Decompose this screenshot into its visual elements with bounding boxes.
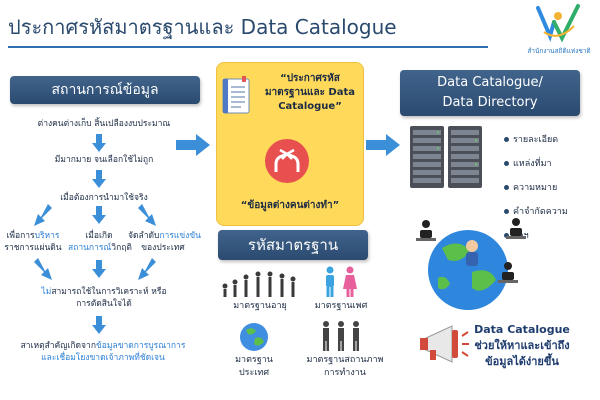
flow-result: ไม่สามารถใช้ในการวิเคราะห์ หรือ การตัดสิ… <box>14 286 194 310</box>
document-icon <box>222 76 250 114</box>
down-arrow-icon <box>92 316 106 334</box>
country-standard-text: ประเทศ <box>238 368 270 378</box>
standard-codes-header: รหัสมาตรฐาน <box>218 230 368 260</box>
data-catalogue-header: Data Catalogue/ Data Directory <box>400 70 580 116</box>
branch-competition: จัดลำดับการแข่งขัน ของประเทศ <box>128 230 201 254</box>
branch-text: ของประเทศ <box>141 243 185 253</box>
announcement-line: Catalogue” <box>278 101 342 112</box>
age-evolution-icon <box>222 271 296 297</box>
gender-icon <box>326 266 357 297</box>
megaphone-icon <box>420 325 469 363</box>
nso-logo: สำนักงานสถิติแห่งชาติ <box>524 2 594 58</box>
logo-text: สำนักงานสถิติแห่งชาติ <box>527 47 591 55</box>
page-title: ประกาศรหัสมาตรฐานและ Data Catalogue <box>8 15 397 39</box>
age-standard-label: มาตรฐานอายุ <box>233 301 287 311</box>
branch-highlight: บริหาร <box>34 231 60 241</box>
bullet-icon <box>504 233 509 238</box>
down-left-arrow-icon <box>138 258 156 280</box>
announcement-subtitle: “ข้อมูลต่างคนต่างทำ” <box>240 200 340 211</box>
catalogue-item-label: แหล่งที่มา <box>513 159 552 169</box>
branch-text: เมื่อเกิด <box>85 231 113 241</box>
bullet-icon <box>504 185 509 190</box>
result-text: สามารถใช้ในการวิเคราะห์ หรือ <box>51 287 167 297</box>
branch-text: เพื่อการ <box>6 231 35 241</box>
bullet-icon <box>504 137 509 142</box>
cause-highlight: ข้อมูลขาดการบูรณาการ <box>95 341 186 351</box>
caption-line: ช่วยให้หาและเข้าถึง <box>474 339 570 352</box>
employment-standard-text: การทำงาน <box>324 368 366 378</box>
cause-highlight: และเชื่อมโยงขาดเจ้าภาพที่ชัดเจน <box>41 353 165 363</box>
down-right-arrow-icon <box>138 204 156 226</box>
down-arrow-icon <box>92 170 106 188</box>
catalogue-item: คำจำกัดความ <box>504 204 568 218</box>
logo-mark-icon <box>536 4 580 43</box>
branch-highlight: สถานการณ์ <box>68 243 112 253</box>
country-standard-text: มาตรฐาน <box>235 355 273 365</box>
flow-cause: สาเหตุสำคัญเกิดจากข้อมูลขาดการบูรณาการ แ… <box>8 340 198 364</box>
catalogue-item-label: คำจำกัดความ <box>513 207 568 217</box>
flow-step-3: เมื่อต้องการนำมาใช้จริง <box>60 193 148 203</box>
result-highlight: ไม่ <box>41 287 52 297</box>
catalogue-benefit-caption: Data Catalogue ช่วยให้หาและเข้าถึง ข้อมู… <box>452 322 592 370</box>
workers-icon <box>323 321 359 351</box>
down-arrow-icon <box>92 260 106 278</box>
branch-crisis: เมื่อเกิด สถานการณ์วิกฤติ <box>68 230 132 254</box>
employment-standard-text: มาตรฐานสถานภาพ <box>306 355 384 365</box>
branch-highlight: การแข่งขัน <box>159 231 201 241</box>
branch-text: วิกฤติ <box>111 243 132 253</box>
right-arrow-icon <box>366 134 400 156</box>
result-text: การตัดสินใจได้ <box>76 299 132 309</box>
branch-text: ราชการแผ่นดิน <box>4 243 62 253</box>
announcement-title: “ประกาศรหัส มาตรฐานและ Data Catalogue” <box>258 72 362 114</box>
catalogue-item: ความหมาย <box>504 180 557 194</box>
caption-line: Data Catalogue <box>474 323 570 336</box>
down-left-arrow-icon <box>34 204 52 226</box>
merge-arrows-icon <box>265 139 309 183</box>
header-line: Data Directory <box>442 95 538 110</box>
announcement-line: “ประกาศรหัส <box>280 73 340 84</box>
employment-standard-label: มาตรฐานสถานภาพ การทำงาน <box>300 354 390 380</box>
cause-text: สาเหตุสำคัญเกิดจาก <box>20 341 96 351</box>
down-right-arrow-icon <box>34 258 52 280</box>
catalogue-item-label: ความหมาย <box>513 183 558 193</box>
connected-globe-icon <box>416 218 526 310</box>
catalogue-item: แหล่งที่มา <box>504 156 552 170</box>
bullet-icon <box>504 161 509 166</box>
title-underline <box>8 46 488 48</box>
down-arrow-icon <box>92 134 106 152</box>
catalogue-item-label: รายละเอียด <box>513 135 559 145</box>
globe-icon <box>240 323 268 351</box>
flow-step-2: มีมากมาย จนเลือกใช้ไม่ถูก <box>54 155 154 165</box>
server-rack-icon <box>410 126 482 188</box>
bullet-icon <box>504 209 509 214</box>
situation-header: สถานการณ์ข้อมูล <box>10 76 200 104</box>
caption-line: ข้อมูลได้ง่ายขึ้น <box>485 355 559 368</box>
announcement-line: มาตรฐานและ Data <box>264 87 356 98</box>
country-standard-label: มาตรฐาน ประเทศ <box>224 354 284 380</box>
branch-administration: เพื่อการบริหาร ราชการแผ่นดิน <box>2 230 64 254</box>
down-arrow-icon <box>92 206 106 224</box>
flow-step-1: ต่างคนต่างเก็บ สิ้นเปลืองงบประมาณ <box>37 119 171 129</box>
header-line: Data Catalogue/ <box>437 75 543 90</box>
catalogue-item: รายละเอียด <box>504 132 558 146</box>
branch-text: จัดลำดับ <box>128 231 160 241</box>
right-arrow-icon <box>176 134 210 156</box>
sex-standard-label: มาตรฐานเพศ <box>314 301 368 311</box>
